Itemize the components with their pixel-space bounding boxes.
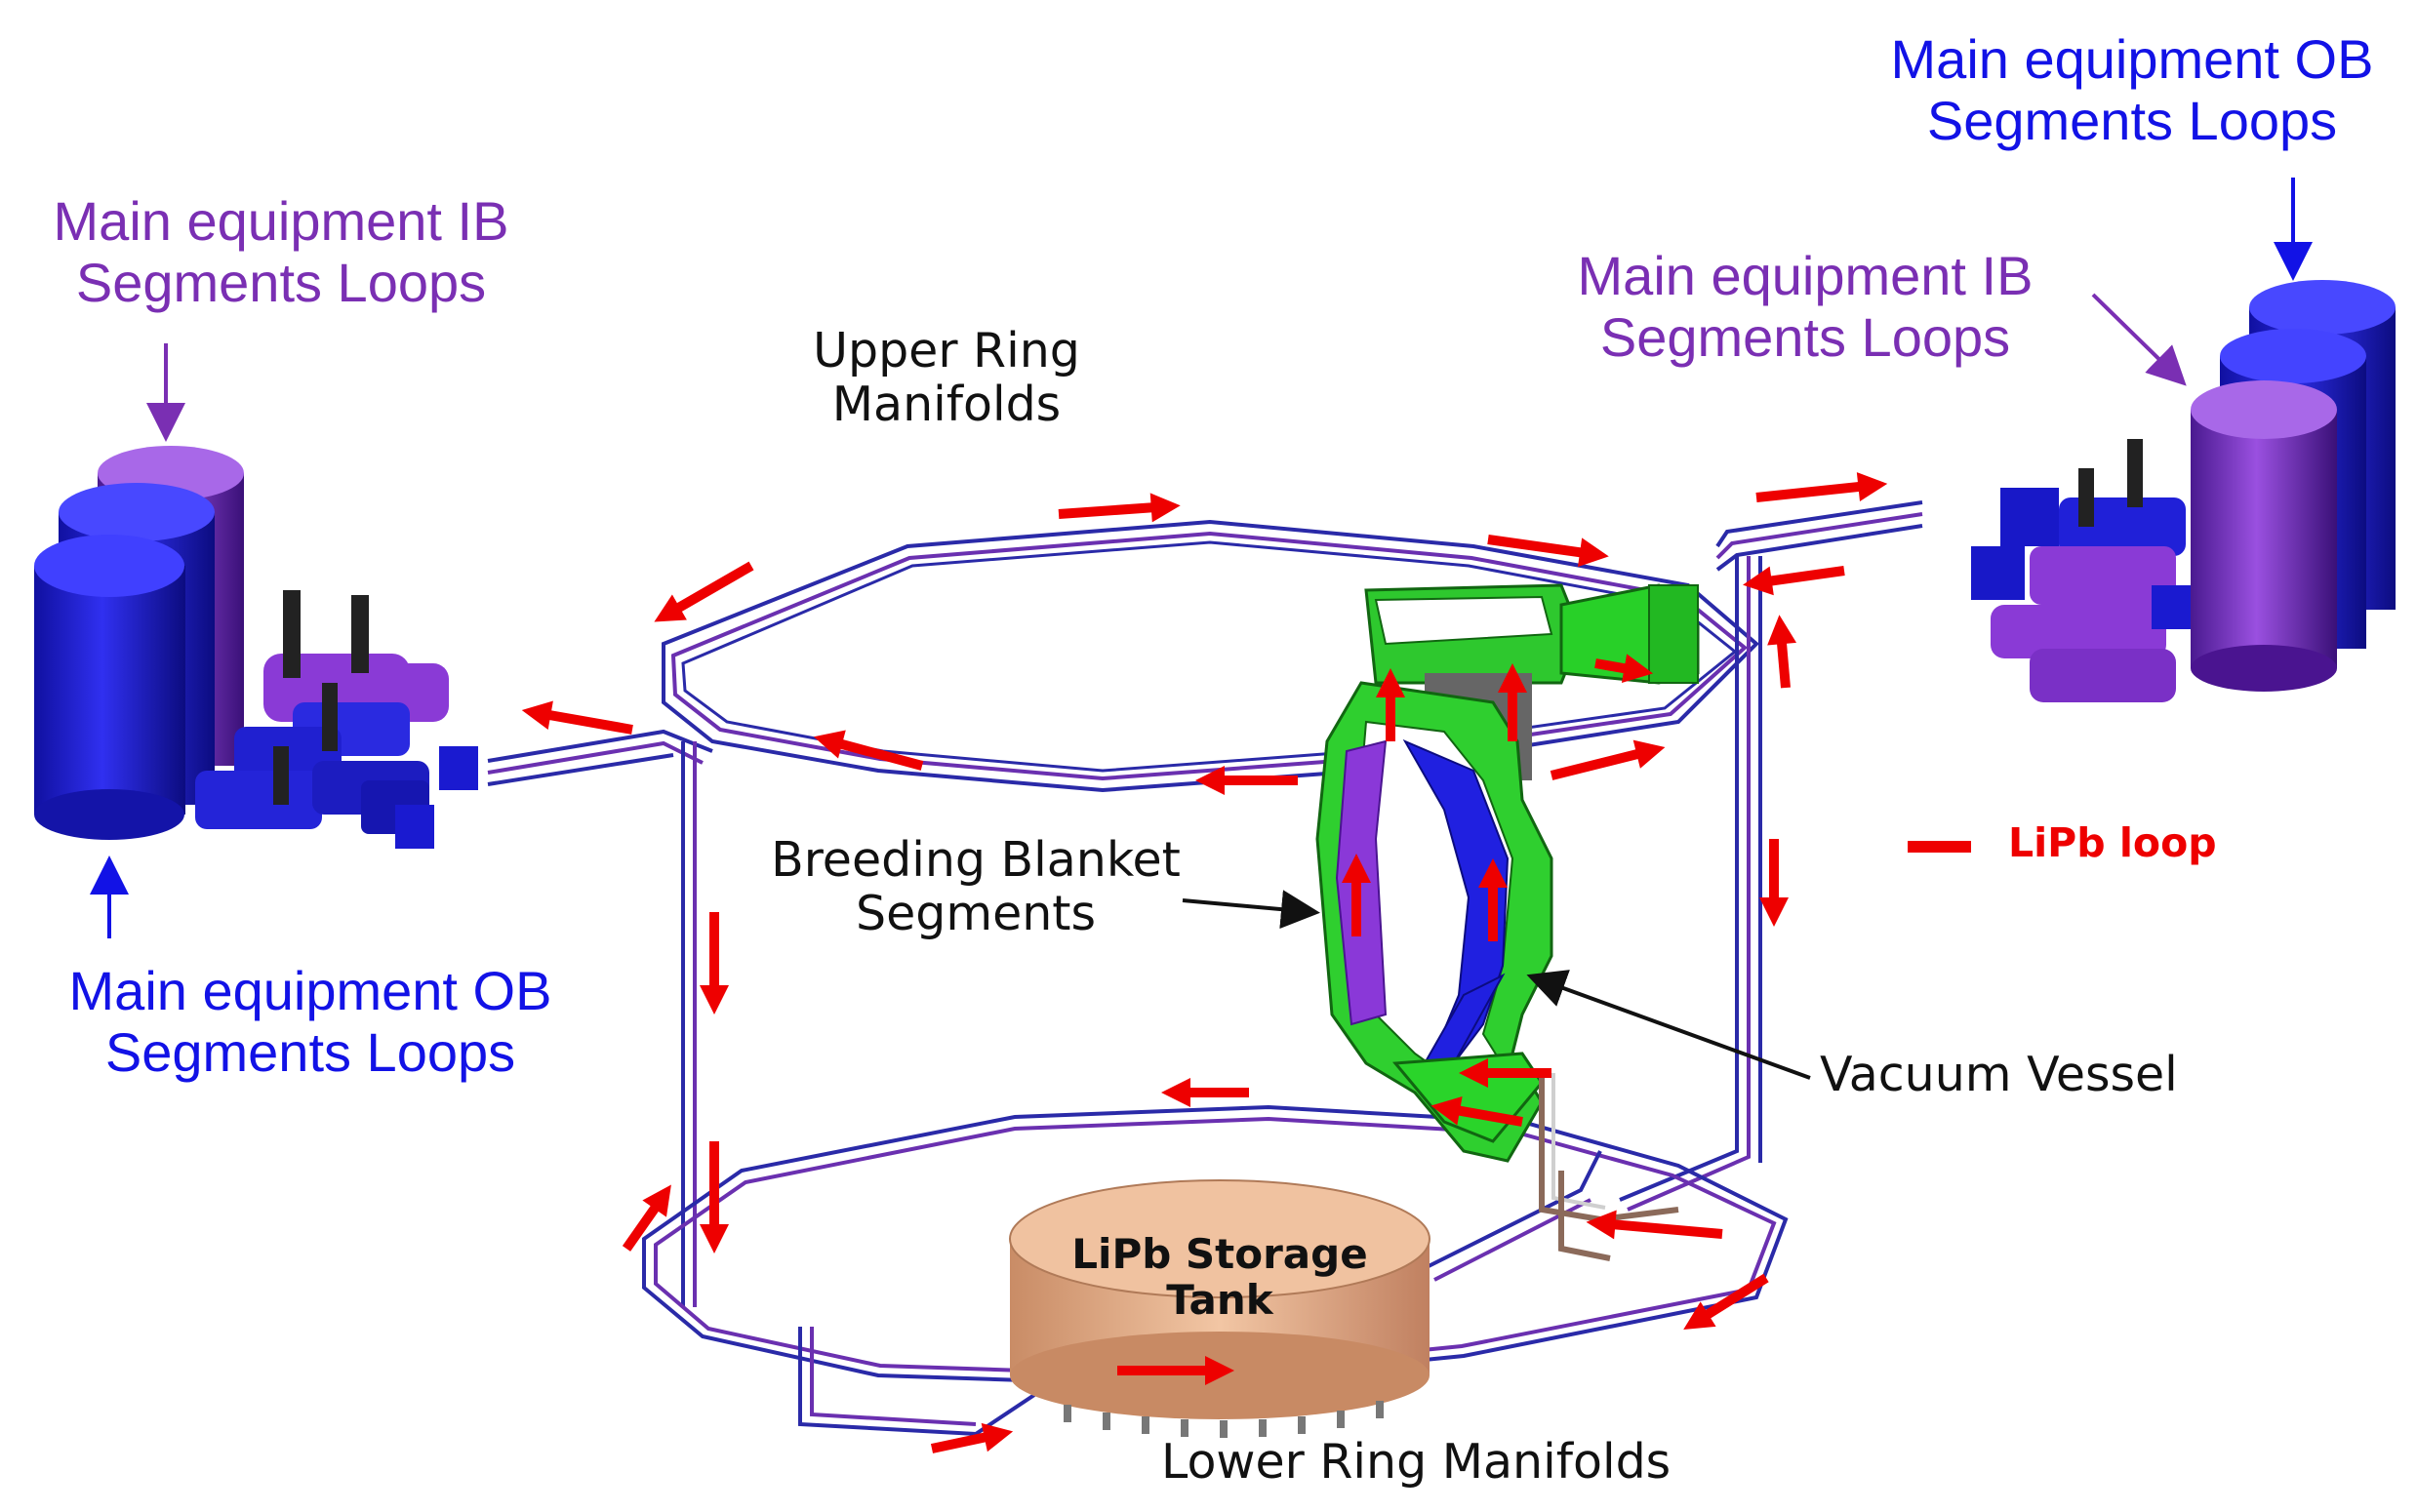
flow-arrow bbox=[1117, 1356, 1234, 1385]
pump-cluster-left bbox=[195, 590, 478, 849]
flow-arrow bbox=[1550, 739, 1666, 780]
label-ib-left-line2: Segments Loops bbox=[75, 251, 487, 313]
label-upper-ring-line2: Manifolds bbox=[831, 376, 1062, 432]
label-storage-tank-line2: Tank bbox=[1166, 1276, 1273, 1325]
flow-arrow bbox=[1759, 839, 1789, 927]
label-upper-ring: Upper Ring Manifolds bbox=[761, 323, 1132, 432]
pump-cluster-right bbox=[1971, 439, 2191, 702]
blanket-segment-assembly bbox=[1315, 583, 1700, 1261]
flow-arrow bbox=[930, 1422, 1014, 1453]
flow-arrow bbox=[1478, 858, 1508, 941]
flow-arrow bbox=[1498, 663, 1527, 741]
flow-arrow bbox=[1743, 566, 1845, 596]
label-ob-right-line2: Segments Loops bbox=[1926, 89, 2338, 151]
ib-tank-right bbox=[2191, 380, 2337, 692]
flow-arrow bbox=[521, 700, 633, 735]
label-breeding-blanket-line2: Segments bbox=[855, 885, 1097, 941]
flow-arrow bbox=[1487, 535, 1609, 568]
pointer-arrows bbox=[90, 178, 2313, 1080]
label-ob-left-line2: Segments Loops bbox=[104, 1020, 516, 1083]
legend-label-text: LiPb loop bbox=[2008, 819, 2217, 866]
label-vacuum-vessel: Vacuum Vessel bbox=[1820, 1047, 2178, 1102]
flow-arrow bbox=[1459, 1058, 1551, 1088]
flow-arrow bbox=[1430, 1095, 1523, 1127]
label-ob-right: Main equipment OB Segments Loops bbox=[1859, 28, 2405, 151]
ob-tank-left-1 bbox=[34, 535, 185, 840]
pointer-vacuum-vessel bbox=[1526, 970, 1811, 1080]
label-vacuum-vessel-text: Vacuum Vessel bbox=[1820, 1047, 2178, 1102]
flow-arrow bbox=[1594, 654, 1654, 683]
pointer-ib-right bbox=[2091, 293, 2187, 386]
label-breeding-blanket: Breeding Blanket Segments bbox=[751, 832, 1200, 941]
left-feed-pipes bbox=[487, 729, 713, 786]
upper-ring-manifold bbox=[662, 519, 1759, 793]
legend-label: LiPb loop bbox=[2008, 819, 2217, 866]
flow-arrow bbox=[654, 561, 754, 622]
label-storage-tank-line1: LiPb Storage bbox=[1071, 1230, 1368, 1278]
label-ob-right-line1: Main equipment OB bbox=[1890, 28, 2374, 90]
flow-arrow bbox=[700, 912, 729, 1015]
flow-arrow bbox=[1195, 766, 1298, 795]
flow-arrow bbox=[1767, 615, 1797, 689]
label-ib-right: Main equipment IB Segments Loops bbox=[1551, 245, 2059, 368]
flow-arrow bbox=[813, 730, 924, 771]
flow-arrow bbox=[1376, 668, 1405, 741]
flow-arrow bbox=[622, 1184, 671, 1252]
flow-arrow bbox=[1586, 1210, 1723, 1240]
flow-arrow bbox=[1058, 493, 1181, 523]
label-lower-ring: Lower Ring Manifolds bbox=[1161, 1434, 1672, 1490]
legend-swatch bbox=[1908, 841, 1971, 853]
vertical-pipes bbox=[681, 556, 1762, 1307]
label-storage-tank: LiPb Storage Tank bbox=[1025, 1231, 1415, 1323]
right-feed-pipes bbox=[1715, 500, 1923, 572]
left-equipment-group bbox=[34, 446, 713, 849]
pointer-blanket bbox=[1182, 890, 1320, 930]
label-ib-left-line1: Main equipment IB bbox=[53, 190, 509, 252]
label-upper-ring-line1: Upper Ring bbox=[813, 323, 1080, 378]
right-equipment-group bbox=[1715, 280, 2396, 702]
flow-arrow bbox=[1683, 1273, 1769, 1330]
label-ib-right-line1: Main equipment IB bbox=[1577, 245, 2034, 306]
label-ob-left: Main equipment OB Segments Loops bbox=[37, 960, 584, 1083]
label-breeding-blanket-line1: Breeding Blanket bbox=[771, 832, 1181, 888]
flow-arrows bbox=[521, 472, 1971, 1453]
lower-ring-manifold bbox=[642, 1104, 1789, 1437]
flow-arrow bbox=[1161, 1078, 1249, 1107]
flow-arrow bbox=[1342, 854, 1371, 936]
label-lower-ring-text: Lower Ring Manifolds bbox=[1161, 1434, 1672, 1490]
label-ib-right-line2: Segments Loops bbox=[1599, 305, 2011, 368]
label-ob-left-line1: Main equipment OB bbox=[68, 960, 552, 1021]
label-ib-left: Main equipment IB Segments Loops bbox=[27, 190, 535, 313]
flow-arrow bbox=[700, 1141, 729, 1253]
flow-arrow bbox=[1755, 472, 1888, 502]
